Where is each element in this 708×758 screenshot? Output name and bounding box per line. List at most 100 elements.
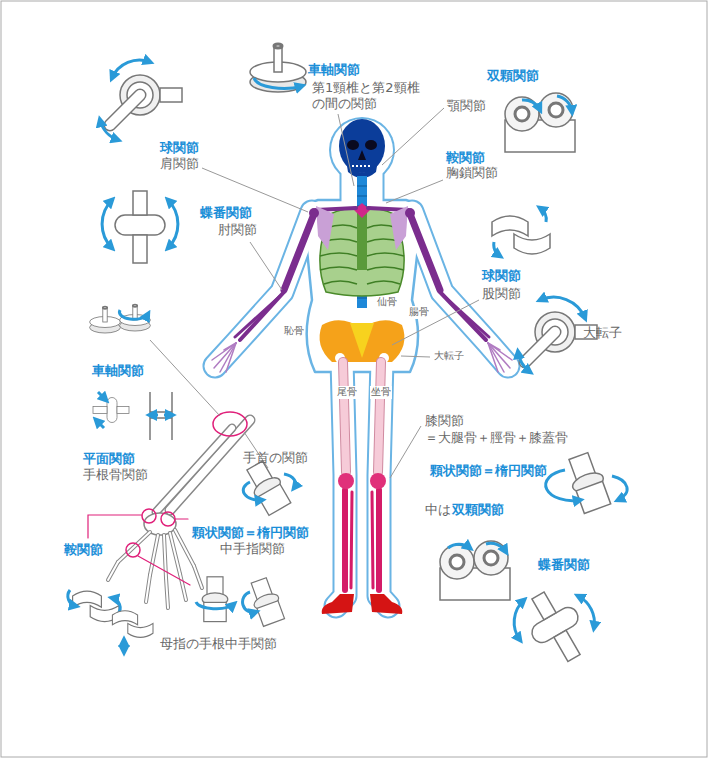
joint-icons-part	[518, 352, 530, 372]
leader-lines-part	[150, 340, 220, 416]
part-label: 恥骨	[283, 325, 305, 338]
joint-icons-part	[100, 120, 118, 140]
joint-icons-part	[250, 44, 306, 92]
part-label: 大転子	[583, 325, 622, 341]
arm-detail-part-part	[150, 535, 158, 575]
joint-icons-part	[150, 392, 172, 440]
joint-icons-part	[98, 392, 106, 400]
joint-icons-part	[514, 600, 524, 640]
body-outline-part	[215, 170, 508, 606]
skeleton-part-part	[342, 490, 348, 590]
skeleton-part-part	[235, 296, 280, 337]
joint-icons-part	[123, 640, 126, 652]
joint-type-label: 平面関節	[83, 451, 135, 467]
joint-icons-part	[546, 470, 580, 501]
body-outline-part	[331, 119, 393, 181]
skeleton-part-part	[324, 281, 357, 284]
skeleton-part-part	[372, 492, 373, 588]
leader-lines-part	[401, 356, 430, 357]
joint-icons-part	[448, 544, 470, 548]
joint-type-label: 蝶番関節	[538, 557, 590, 573]
joint-icons-part	[612, 476, 627, 500]
joint-icons-part	[243, 592, 256, 612]
skeleton-part	[370, 473, 386, 489]
arm-detail-part-part	[118, 532, 150, 562]
joint-icons-part	[505, 93, 575, 152]
joint-icons-part	[115, 191, 165, 263]
joint-icons	[68, 44, 627, 670]
skeleton-part-part	[357, 186, 367, 187]
joint-icons-part	[164, 414, 172, 417]
skeleton-part	[320, 320, 405, 362]
skeleton-part-part	[367, 253, 404, 256]
skeleton-part-part	[357, 298, 367, 299]
part-label: 膝関節	[425, 413, 464, 429]
skeleton-part	[358, 150, 366, 160]
joint-icons-part	[540, 208, 546, 222]
arm-detail	[88, 412, 250, 608]
skeleton-part	[405, 208, 415, 218]
joint-icons-part	[284, 474, 296, 488]
part-label: 母指の手根中手関節	[160, 636, 277, 652]
arm-detail-part	[170, 420, 250, 510]
arm-detail-part-part	[146, 575, 150, 602]
skeleton-part-part	[378, 362, 381, 472]
arm-detail-part	[108, 530, 202, 608]
joint-type-label: 球関節	[160, 140, 199, 156]
joint-icons-part	[242, 458, 292, 516]
arm-detail-part	[175, 518, 188, 519]
joint-icons-part	[112, 611, 153, 638]
joint-icons-part	[168, 200, 178, 248]
joint-icons-part-part	[150, 417, 172, 419]
skeleton-part	[352, 165, 372, 167]
arm-detail-part	[108, 530, 202, 608]
joint-icons-part	[150, 414, 158, 417]
joint-type-label: 鞍関節	[64, 542, 103, 558]
joint-type-label: 蝶番関節	[200, 205, 252, 221]
skeleton-part	[346, 160, 378, 178]
skeleton-part-part	[488, 343, 504, 372]
skeleton-part-part	[320, 253, 357, 256]
joint-icons-part	[540, 297, 585, 318]
arm-detail-part-part	[194, 566, 202, 588]
arm-detail-part	[213, 412, 247, 436]
skeleton-part	[357, 210, 367, 270]
part-label: 胸鎖関節	[446, 165, 498, 181]
joint-icons-part	[202, 577, 228, 622]
joint-icons-part	[110, 75, 182, 125]
part-label: 仙骨	[376, 296, 398, 309]
part-label: 大転子	[433, 350, 465, 363]
arm-detail-part	[88, 515, 142, 538]
part-label: 手根骨関節	[83, 467, 148, 483]
body-outline-part-part	[215, 212, 312, 366]
leader-lines	[150, 108, 479, 478]
body-outline-part	[215, 170, 508, 606]
skeleton-part-part	[343, 362, 346, 472]
part-label: ＝大腿骨＋脛骨＋膝蓋骨	[425, 430, 568, 446]
joint-icons-part	[486, 543, 506, 552]
arm-detail-part-part	[175, 530, 194, 566]
joint-icons-part	[112, 60, 150, 78]
body-outline-part-part	[215, 212, 312, 366]
skeleton-part	[339, 119, 385, 173]
part-label: 中は	[425, 502, 451, 518]
joint-icons-part	[68, 590, 76, 606]
arm-detail-part-part	[180, 574, 186, 600]
leader-lines-part	[392, 300, 479, 345]
part-label: 肘関節	[218, 222, 257, 238]
body-outline-part	[304, 200, 421, 372]
skeleton-part-part	[224, 343, 236, 350]
leader-lines-part	[390, 426, 421, 478]
arm-detail-part-part	[180, 574, 186, 600]
body-outline-part	[329, 117, 395, 183]
part-label: 肩関節	[160, 156, 199, 172]
skeleton-part	[309, 208, 319, 218]
joint-icons-part	[102, 200, 112, 248]
body-outline-part	[306, 202, 419, 370]
part-label: 坐骨	[370, 386, 392, 399]
leader-lines-part	[338, 114, 354, 186]
arm-detail-part-part	[150, 535, 158, 575]
